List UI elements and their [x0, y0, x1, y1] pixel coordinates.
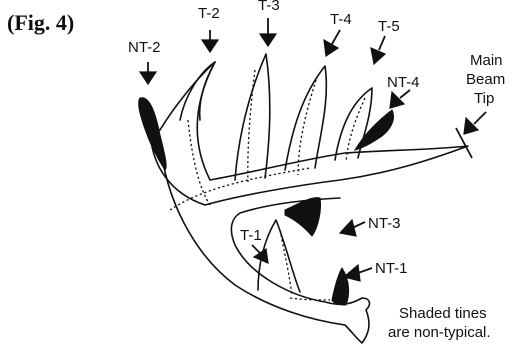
label-main-beam-tip-2: Beam [466, 71, 505, 88]
label-nt1: NT-1 [375, 260, 408, 277]
main-beam-outline [150, 62, 468, 205]
arrow-main-beam-tip [464, 112, 486, 134]
arrow-t4 [324, 30, 340, 56]
arrow-nt3 [340, 220, 365, 236]
note-line-1: Shaded tines [399, 305, 487, 322]
label-t2: T-2 [198, 5, 220, 22]
figure-label: (Fig. 4) [7, 10, 74, 35]
label-t3: T-3 [258, 0, 280, 14]
label-t4: T-4 [330, 11, 352, 28]
label-main-beam-tip-1: Main [470, 52, 503, 69]
label-main-beam-tip-3: Tip [474, 90, 494, 107]
label-nt4: NT-4 [387, 74, 420, 91]
lower-beam-outline [160, 140, 369, 343]
note-line-2: are non-typical. [388, 324, 491, 341]
arrow-t2 [202, 30, 218, 52]
t2-dotted-line [188, 120, 210, 205]
label-t5: T-5 [378, 18, 400, 35]
arrow-nt4 [390, 90, 410, 108]
arrow-nt2 [140, 62, 156, 84]
label-t1: T-1 [240, 227, 262, 244]
label-nt2: NT-2 [128, 39, 161, 56]
non-typical-tine-nt2 [139, 98, 167, 170]
arrow-t3 [260, 18, 276, 46]
label-nt3: NT-3 [368, 215, 401, 232]
arrow-t5 [371, 36, 385, 64]
non-typical-tine-nt3 [285, 198, 321, 236]
tine-t3-outline [235, 54, 270, 180]
non-typical-tine-nt1 [332, 268, 349, 305]
tine-t5-outline [335, 88, 372, 160]
non-typical-tine-nt4 [355, 110, 394, 150]
tine-t2-outline [180, 62, 215, 120]
arrow-nt1 [344, 265, 372, 281]
